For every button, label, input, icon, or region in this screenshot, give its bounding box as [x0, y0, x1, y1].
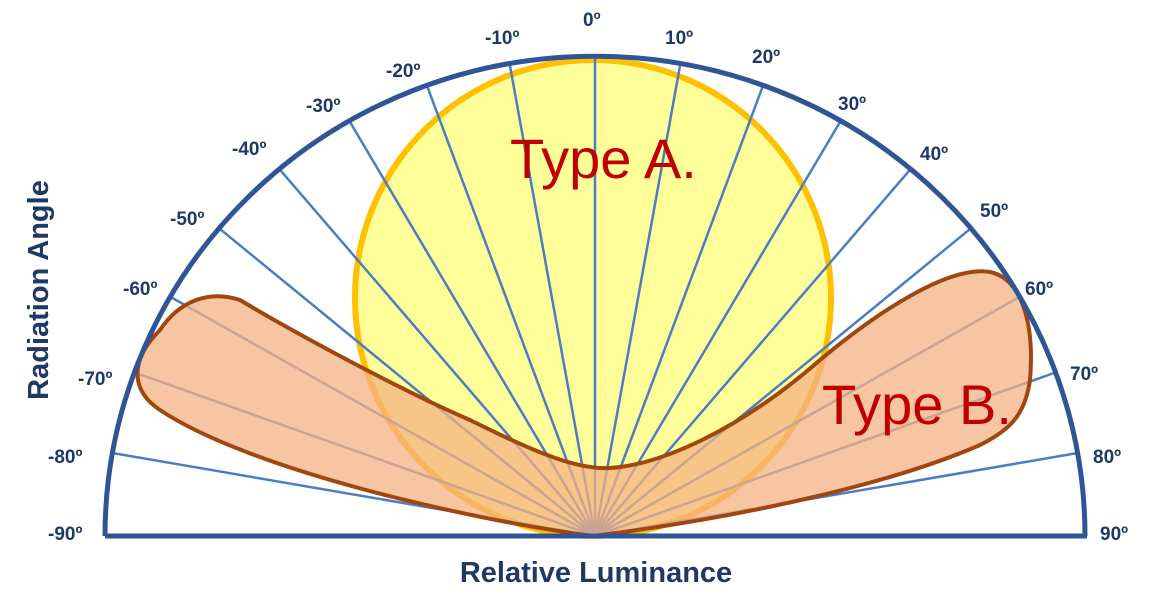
x-axis-title: Relative Luminance: [460, 557, 732, 589]
angle-label-20: 20º: [752, 47, 780, 68]
angle-label-neg80: -80º: [48, 447, 82, 468]
angle-label-0: 0º: [583, 10, 601, 31]
angle-label-50: 50º: [980, 201, 1008, 222]
angle-label-neg20: -20º: [386, 61, 420, 82]
angle-label-neg50: -50º: [170, 209, 204, 230]
type-b-label: Type B.: [822, 373, 1012, 436]
angle-label-neg70: -70º: [78, 369, 112, 390]
ray-10: [593, 65, 682, 537]
angle-label-70: 70º: [1070, 364, 1098, 385]
type-b-lobe: [135, 269, 1033, 538]
angle-label-90: 90º: [1100, 524, 1128, 545]
angle-label-neg10: -10º: [485, 28, 519, 49]
angle-label-neg90: -90º: [48, 524, 82, 545]
angle-label-neg30: -30º: [306, 96, 340, 117]
angle-label-80: 80º: [1093, 447, 1121, 468]
angle-label-30: 30º: [838, 94, 866, 115]
outer-semicircle: [102, 53, 1088, 537]
ray-20: [593, 86, 764, 537]
y-axis-title: Radiation Angle: [23, 180, 55, 400]
angle-label-60: 60º: [1025, 279, 1053, 300]
angle-label-neg40: -40º: [232, 139, 266, 160]
angle-label-40: 40º: [920, 144, 948, 165]
type-a-label: Type A.: [510, 127, 697, 190]
ray-neg10: [508, 65, 597, 537]
angle-labels: -90º -80º -70º -60º -50º -40º -30º -20º …: [48, 10, 1128, 545]
angle-label-10: 10º: [665, 28, 693, 49]
angle-label-neg60: -60º: [123, 279, 157, 300]
